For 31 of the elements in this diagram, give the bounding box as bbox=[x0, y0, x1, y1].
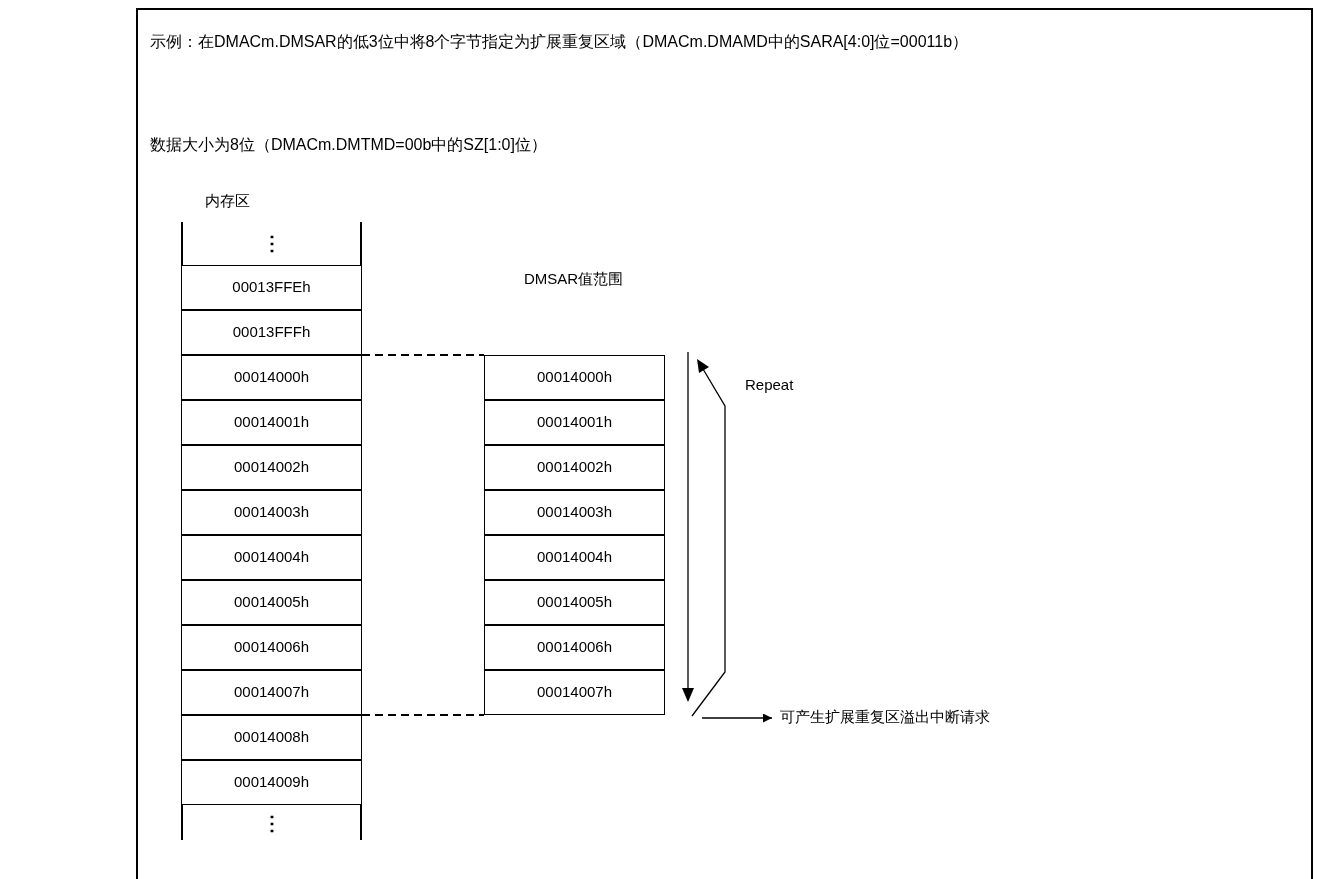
address-cell: 00014000h bbox=[484, 355, 665, 400]
address-cell: 00014002h bbox=[181, 445, 362, 490]
address-cell: 00014003h bbox=[484, 490, 665, 535]
address-cell: 00014004h bbox=[181, 535, 362, 580]
address-cell: 00014007h bbox=[484, 670, 665, 715]
address-cell: 00014001h bbox=[484, 400, 665, 445]
address-cell: 00013FFEh bbox=[181, 265, 362, 310]
repeat-label: Repeat bbox=[745, 375, 794, 395]
address-cell: 00014002h bbox=[484, 445, 665, 490]
dashed-connector bbox=[361, 354, 485, 356]
address-cell: 00014001h bbox=[181, 400, 362, 445]
note-text: 数据大小为8位（DMACm.DMTMD=00b中的SZ[1:0]位） bbox=[150, 135, 548, 155]
address-cell: 00014008h bbox=[181, 715, 362, 760]
note-text: 可产生扩展重复区溢出中断请求 bbox=[780, 706, 1110, 728]
address-cell: 00013FFFh bbox=[181, 310, 362, 355]
address-cell: 00014003h bbox=[181, 490, 362, 535]
arrow bbox=[701, 713, 773, 723]
address-cell: 00014004h bbox=[484, 535, 665, 580]
ellipsis-mark: ⋮ bbox=[261, 232, 282, 253]
note-text: 示例：在DMACm.DMSAR的低3位中将8个字节指定为扩展重复区域（DMACm.DMAMD中的SARA[4:0]位=00011b） bbox=[150, 32, 970, 52]
ellipsis-mark: ⋮ bbox=[261, 812, 282, 833]
address-cell: 00014000h bbox=[181, 355, 362, 400]
address-cell: 00014007h bbox=[181, 670, 362, 715]
dashed-connector bbox=[361, 714, 485, 716]
address-cell: 00014005h bbox=[484, 580, 665, 625]
column-heading: 内存区 bbox=[205, 191, 250, 211]
address-cell: 00014005h bbox=[181, 580, 362, 625]
column-heading: DMSAR值范围 bbox=[524, 269, 624, 289]
address-cell: 00014006h bbox=[484, 625, 665, 670]
address-cell: 00014009h bbox=[181, 760, 362, 805]
address-cell: 00014006h bbox=[181, 625, 362, 670]
